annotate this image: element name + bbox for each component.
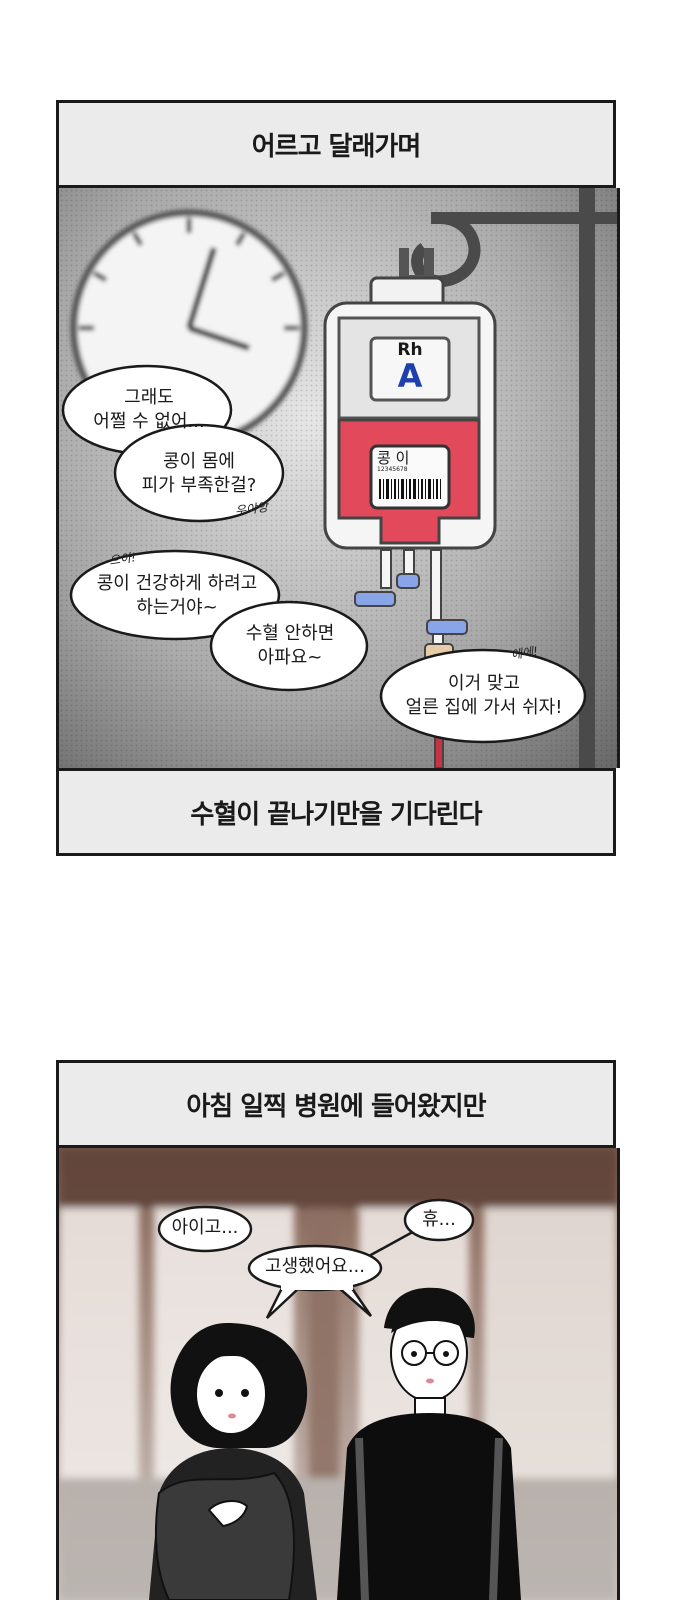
speech-bubble-2: 콩이 몸에 피가 부족한걸? bbox=[141, 451, 257, 496]
speech-bubble-4: 수혈 안하면 아파요~ bbox=[245, 623, 335, 668]
speech-bubble-7: 고생했어요... bbox=[265, 1256, 365, 1277]
caption-top-1: 어르고 달래가며 bbox=[56, 100, 616, 188]
speech-bubble-5: 이거 맞고 얼른 집에 가서 쉬자! bbox=[405, 673, 563, 718]
caption-top-2: 아침 일찍 병원에 들어왔지만 bbox=[56, 1060, 616, 1148]
caption-text: 어르고 달래가며 bbox=[251, 131, 421, 162]
iv-pole bbox=[579, 188, 595, 768]
iv-scene-illustration bbox=[59, 188, 617, 768]
blood-type-letter: A bbox=[397, 357, 423, 395]
speech-bubble-6: 아이고... bbox=[171, 1217, 239, 1238]
speech-bubble-8: 휴... bbox=[422, 1209, 456, 1230]
bag-label-name: 콩 이 bbox=[377, 449, 410, 467]
man-character bbox=[337, 1287, 521, 1600]
bag-label-code: 12345678 bbox=[377, 466, 408, 473]
caption-text: 수혈이 끝나기만을 기다린다 bbox=[190, 799, 482, 830]
barcode-icon bbox=[379, 479, 441, 499]
comic-panel-iv-bag: 그래도 어쩔 수 없어... 콩이 몸에 피가 부족한걸? 콩이 건강하게 하려… bbox=[56, 188, 620, 768]
woman-character bbox=[149, 1323, 317, 1600]
comic-panel-hospital: 아이고... 고생했어요... 휴... bbox=[56, 1148, 620, 1600]
caption-bottom-1: 수혈이 끝나기만을 기다린다 bbox=[56, 768, 616, 856]
caption-text: 아침 일찍 병원에 들어왔지만 bbox=[186, 1091, 486, 1122]
hospital-scene-illustration bbox=[59, 1148, 617, 1600]
blood-type-rh: Rh bbox=[397, 340, 423, 360]
blood-bag bbox=[323, 276, 497, 768]
iv-hook-icon bbox=[411, 212, 481, 288]
speech-bubble-1: 그래도 어쩔 수 없어... bbox=[93, 387, 205, 432]
speech-bubble-3: 콩이 건강하게 하려고 하는거야~ bbox=[96, 573, 258, 618]
